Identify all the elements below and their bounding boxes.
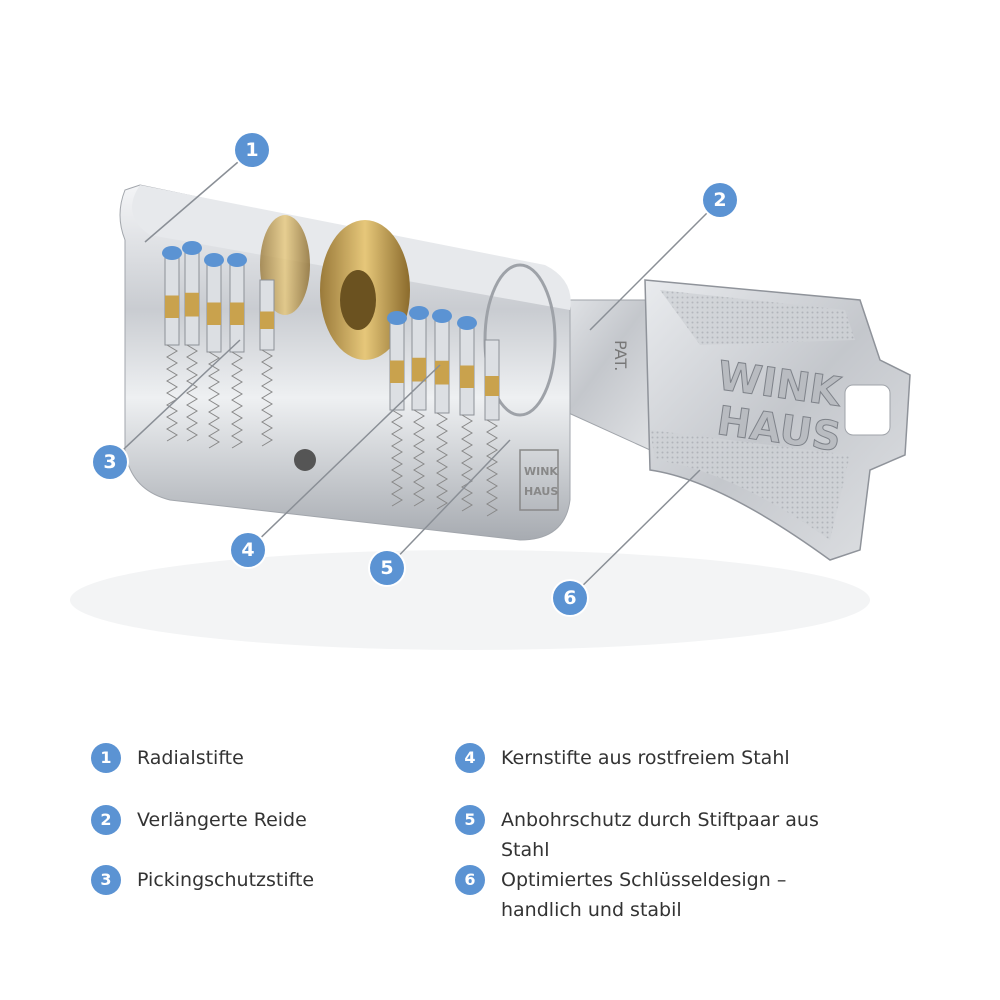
callout-3: 3 [93, 445, 127, 479]
pin-spring [486, 419, 498, 517]
legend-item-5: 5 Anbohrschutz durch Stiftpaar aus Stahl [455, 805, 841, 865]
pin-brass-segment [230, 302, 244, 325]
radial-pin [162, 246, 182, 260]
callout-6: 6 [553, 581, 587, 615]
callout-5: 5 [370, 551, 404, 585]
pins [162, 241, 500, 517]
pin-spring [261, 349, 273, 447]
radial-pin [409, 306, 429, 320]
cylinder-body: WINK HAUS [119, 184, 571, 541]
pin-brass-segment [435, 360, 449, 385]
pin-spring [391, 409, 403, 507]
pin-brass-segment [185, 292, 199, 317]
pin-brass-segment [412, 357, 426, 382]
legend-text: Pickingschutzstifte [137, 869, 315, 891]
legend-item-6: 6 Optimiertes Schlüsseldesign – handlich … [455, 865, 841, 925]
lock-cylinder-illustration: WINK HAUS PAT. WINK HAUS [70, 149, 911, 650]
pin-spring [186, 344, 198, 442]
callout-4: 4 [231, 533, 265, 567]
legend-item-1: 1 Radialstifte [91, 743, 244, 773]
pin-brass-segment [165, 295, 179, 318]
legend-item-3: 3 Pickingschutzstifte [91, 865, 314, 895]
radial-pin [432, 309, 452, 323]
pin-brass-segment [207, 302, 221, 325]
pin-brass-segment [485, 376, 499, 396]
pin-spring [231, 351, 243, 449]
legend-item-2: 2 Verlängerte Reide [91, 805, 307, 835]
legend-text: Radialstifte [137, 747, 244, 769]
legend-number: 1 [91, 743, 121, 773]
callout-2: 2 [703, 183, 737, 217]
pin-spring [413, 409, 425, 507]
legend-number: 3 [91, 865, 121, 895]
pin-brass-segment [390, 360, 404, 383]
legend-text: Kernstifte aus rostfreiem Stahl [501, 747, 790, 769]
legend-number: 4 [455, 743, 485, 773]
legend-number: 5 [455, 805, 485, 835]
legend-text: Verlängerte Reide [137, 809, 307, 831]
key-marking: PAT. [611, 340, 630, 371]
legend-item-4: 4 Kernstifte aus rostfreiem Stahl [455, 743, 790, 773]
callout-1: 1 [235, 133, 269, 167]
pin-spring [436, 412, 448, 510]
radial-pin [204, 253, 224, 267]
key: WINK HAUS PAT. [539, 279, 911, 561]
radial-pin [457, 316, 477, 330]
pin-spring [166, 344, 178, 442]
legend-number: 2 [91, 805, 121, 835]
pin-brass-segment [260, 311, 274, 329]
pin-brass-segment [460, 365, 474, 388]
leader-lines [109, 149, 721, 599]
cylinder-logo-haus: HAUS [524, 485, 558, 498]
legend-text: Anbohrschutz durch Stiftpaar aus Stahl [501, 809, 819, 861]
pin-spring [208, 351, 220, 449]
legend-text: Optimiertes Schlüsseldesign – handlich u… [501, 869, 787, 921]
legend-number: 6 [455, 865, 485, 895]
radial-pin [387, 311, 407, 325]
cylinder-logo-wink: WINK [524, 465, 558, 478]
radial-pin [182, 241, 202, 255]
radial-pin [227, 253, 247, 267]
pin-spring [461, 414, 473, 512]
